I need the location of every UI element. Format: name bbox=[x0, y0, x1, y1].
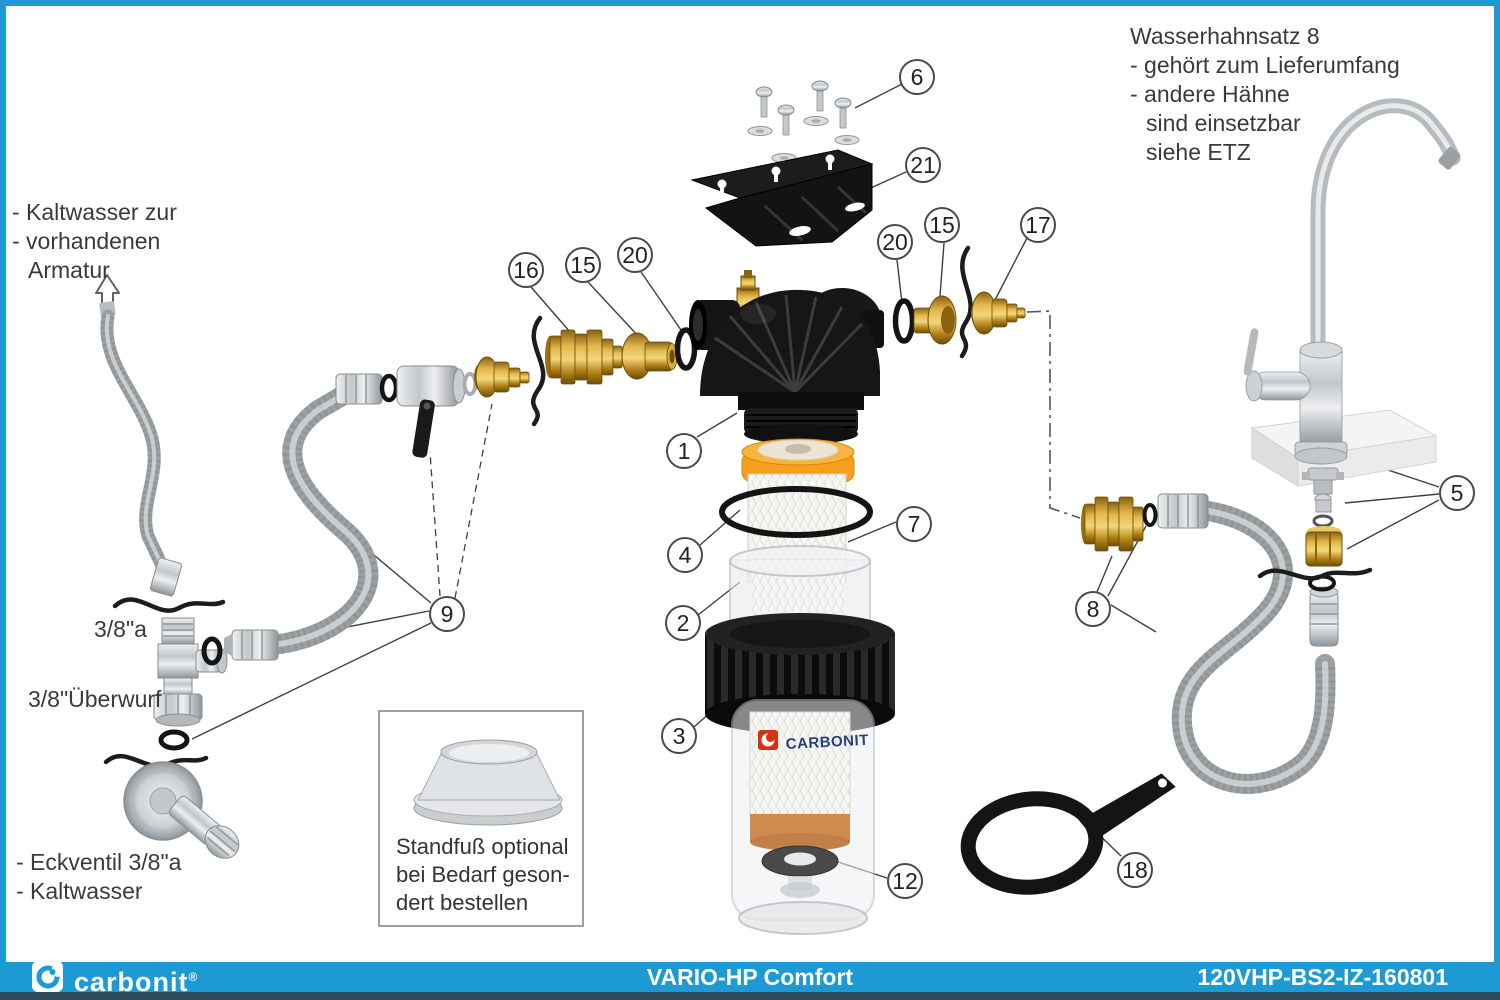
footer-dark-edge bbox=[0, 992, 1500, 1000]
note-stand-foot: Standfuß optional bei Bedarf geson- dert… bbox=[396, 833, 570, 917]
page-border-left bbox=[0, 0, 6, 1000]
label-union-nut: 3/8"Überwurf bbox=[28, 686, 162, 712]
callout-9: 9 bbox=[429, 596, 465, 632]
callout-2: 2 bbox=[665, 605, 701, 641]
callout-15-right: 15 bbox=[924, 207, 960, 243]
registered-mark: ® bbox=[188, 970, 199, 984]
callout-20-right: 20 bbox=[877, 224, 913, 260]
wrench-illustration bbox=[960, 773, 1176, 895]
note-line: - gehört zum Lieferumfang bbox=[1130, 52, 1400, 78]
eckventil-illustration bbox=[123, 761, 240, 859]
callout-12: 12 bbox=[887, 863, 923, 899]
break-squiggle-right bbox=[959, 245, 973, 359]
washers-illustration bbox=[747, 116, 860, 163]
brass-plug-illustration bbox=[474, 356, 530, 398]
callout-1: 1 bbox=[666, 433, 702, 469]
callout-8: 8 bbox=[1075, 591, 1111, 627]
mounting-screws-illustration bbox=[747, 80, 860, 163]
note-line: Standfuß optional bbox=[396, 834, 569, 859]
callout-20-left: 20 bbox=[617, 237, 653, 273]
callout-17: 17 bbox=[1020, 207, 1056, 243]
note-line: dert bestellen bbox=[396, 890, 529, 915]
page-border-right bbox=[1494, 0, 1500, 1000]
wall-bracket-illustration bbox=[690, 149, 874, 247]
note-line: sind einsetzbar bbox=[1146, 110, 1301, 136]
outlet-fitting-15-illustration bbox=[913, 295, 957, 345]
flow-connector-dashdot bbox=[1026, 310, 1081, 519]
housing-body-illustration: CARBONIT bbox=[731, 699, 875, 935]
note-line: - Kaltwasser zur bbox=[12, 199, 177, 225]
footer-product-name: VARIO-HP Comfort bbox=[646, 964, 854, 990]
footer-bar: carbonit® VARIO-HP Comfort 120VHP-BS2-IZ… bbox=[6, 961, 1494, 997]
supply-hose-left-illustration bbox=[95, 274, 226, 613]
note-cold-water: - Kaltwasser zur - vorhandenen Armatur bbox=[12, 198, 177, 285]
faucet-brass-nut bbox=[1305, 531, 1343, 567]
housing-o-ring-illustration bbox=[719, 486, 873, 538]
braided-hose-right-illustration bbox=[1157, 493, 1373, 794]
callout-7: 7 bbox=[896, 506, 932, 542]
outlet-plug-17-illustration bbox=[971, 291, 1026, 335]
note-eckventil: - Eckventil 3/8"a - Kaltwasser bbox=[16, 848, 181, 906]
shutoff-valve-illustration bbox=[379, 315, 546, 458]
callout-5: 5 bbox=[1439, 475, 1475, 511]
label-thread-3-8a: 3/8"a bbox=[94, 616, 147, 642]
stand-foot-illustration bbox=[413, 739, 563, 826]
cartridge-brand-text: CARBONIT bbox=[785, 732, 869, 753]
inlet-fitting-15-illustration bbox=[621, 332, 678, 380]
callout-3: 3 bbox=[661, 718, 697, 754]
note-line: bei Bedarf geson- bbox=[396, 862, 570, 887]
note-line: siehe ETZ bbox=[1146, 139, 1251, 165]
page-border-top bbox=[0, 0, 1500, 6]
note-line: Armatur bbox=[28, 257, 110, 283]
note-line: Wasserhahnsatz 8 bbox=[1130, 23, 1320, 49]
callout-15-left: 15 bbox=[565, 247, 601, 283]
carbonit-swirl-icon bbox=[36, 965, 60, 988]
callout-21: 21 bbox=[905, 147, 941, 183]
note-line: - vorhandenen bbox=[12, 228, 161, 254]
inlet-coupling-illustration bbox=[545, 329, 623, 385]
filter-head-illustration bbox=[689, 270, 884, 444]
callout-4: 4 bbox=[667, 537, 703, 573]
note-line: - Kaltwasser bbox=[16, 878, 143, 904]
o-ring-tee bbox=[201, 636, 223, 666]
outlet-coupling-8-illustration bbox=[1081, 496, 1158, 552]
note-tap-set: Wasserhahnsatz 8 - gehört zum Lieferumfa… bbox=[1130, 22, 1400, 167]
note-line: - Eckventil 3/8"a bbox=[16, 849, 182, 875]
tee-adapter-illustration bbox=[153, 617, 228, 727]
o-ring-inlet bbox=[674, 327, 698, 371]
o-ring-eckventil bbox=[158, 729, 190, 751]
o-ring-outlet bbox=[892, 298, 916, 344]
stand-foot-box: Standfuß optional bei Bedarf geson- dert… bbox=[378, 710, 584, 927]
carbonit-logo-icon bbox=[32, 961, 63, 992]
braided-hose-left-illustration bbox=[224, 373, 383, 661]
footer-document-code: 120VHP-BS2-IZ-160801 bbox=[1197, 964, 1448, 990]
faucet-illustration bbox=[1243, 98, 1461, 567]
note-line: - andere Hähne bbox=[1130, 81, 1290, 107]
faucet-spout-tip bbox=[1438, 147, 1461, 170]
callout-18: 18 bbox=[1117, 852, 1153, 888]
callout-16: 16 bbox=[508, 252, 544, 288]
callout-6: 6 bbox=[899, 59, 935, 95]
